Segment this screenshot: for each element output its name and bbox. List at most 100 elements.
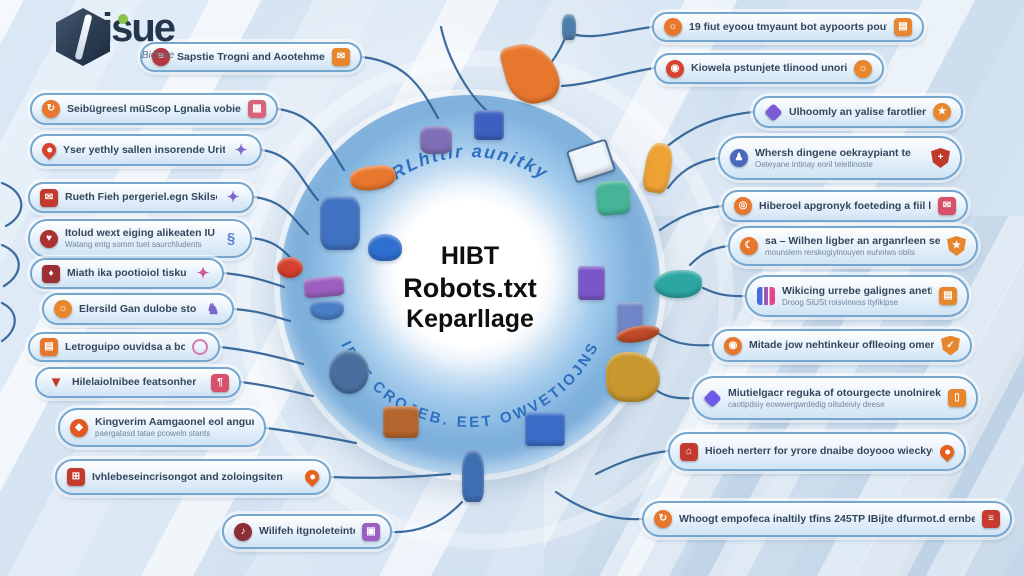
node-label: sa – Wilhen ligber an arganrleen senol [765,234,940,247]
grid-icon: ▤ [40,338,58,356]
sparkle-icon: ✦ [234,141,248,159]
node-bubble-left-3: Yser yethly sallen insorende Urit. ✦ [30,134,262,166]
map-pin-icon [302,467,322,487]
document-icon: ▤ [939,287,957,305]
list-icon: ≡ [982,510,1000,528]
node-label: Wikicing urrebe galignes anetiting [782,284,932,297]
node-bubble-left-2: ↻ Seibügreesl müScop Lgnalia vobie ▦ [30,93,278,125]
vehicle-icon: ⊞ [67,468,85,486]
target-icon: ◉ [666,59,684,78]
section-icon: § [226,230,236,247]
node-label: Sapstie Trogni and Aootehmealne [177,50,325,63]
node-sublabel: mounslem rerskogiylnouyen euhnlws oblis [765,247,915,257]
node-sublabel: Droog SiUSt roisvinwss itylikipse [782,297,899,307]
dragon-icon [606,352,660,402]
node-label: Kiowela pstunjete tlinood unorikalioo [691,62,847,75]
shield-check-icon: ✓ [941,335,960,356]
sparkle-icon: ✦ [226,189,240,206]
node-sublabel: Watang entg somm tuet saurchludents [65,240,202,249]
node-bubble-left-7: ☼Elersild Gan dulobe storrioet♞ [42,293,234,325]
node-label: Hioeh nerterr for yrore dnaibe doyooo wi… [705,445,933,458]
pedestal-icon [474,110,504,140]
moon-icon: ☾ [740,237,758,255]
node-bubble-right-11: ↻Whoogt empofeca inaltily tfins 245TP IB… [642,501,1012,537]
node-label: Hiberoel apgronyk foeteding a fiil lingy… [759,199,931,212]
refresh-icon: ↻ [42,100,60,118]
node-bubble-left-11: ⊞ Ivhlebeseincrisongot and zoloingsiten [55,459,331,495]
document-icon: ▤ [894,18,912,36]
node-bubble-right-10: ⌂ Hioeh nerterr for yrore dnaibe doyooo w… [668,432,966,471]
logo-wordmark: isue [102,6,176,50]
node-sublabel: Oeteyane intinay eoril teletlinoste [755,159,873,169]
document-icon: ¶ [211,373,229,392]
mail-icon: ✉ [40,188,58,207]
book-icon [578,266,605,300]
node-label: Yser yethly sallen insorende Urit. [63,143,225,156]
helmet-icon [368,234,402,261]
disc-icon: ◎ [734,197,752,215]
logo: isue Bichive [56,6,176,66]
sun-icon: ☼ [664,18,682,36]
node-label: Mitade jow nehtinkeur oflleoing omer [749,339,934,352]
badge-icon: ★ [933,103,951,121]
magnifier-icon [192,339,208,355]
cube-icon [703,388,722,408]
node-bubble-right-3: Ulhoomly an yalise farotlier ★ [753,96,963,128]
mail-icon: ✉ [938,197,956,215]
building-icon: ⌂ [680,442,698,461]
shield-star-icon: ★ [947,236,966,256]
node-sublabel: caotipdsiy eowwergwrdedig oilsdeiviy dee… [728,399,885,409]
node-label: Seibügreesl müScop Lgnalia vobie [67,102,241,115]
logo-dot-icon [118,14,128,24]
door-icon: ▯ [948,389,966,407]
butterfly-icon [277,257,303,278]
node-bubble-right-2: ◉Kiowela pstunjete tlinood unorikalioo☼ [654,53,884,84]
list-icon: ≡ [152,48,170,66]
node-bubble-left-6: ♦Miath ika pootioiol tiskuer✦ [30,258,224,289]
node-label: Whersh dingene oekraypiant te [755,146,911,159]
banner-icon [303,275,345,299]
diamond-icon: ♦ [42,264,60,283]
heart-icon: ♥ [40,229,58,248]
node-label: Wilifeh itgnoleteintel [259,525,355,538]
arc-text-top: RLhttir aunitky [388,141,553,184]
node-sublabel: paergatasd tatae pcoweln stants [95,429,211,438]
flame-icon: ◆ [70,418,88,437]
robot-head-icon [420,126,452,154]
node-label: Ivhlebeseincrisongot and zoloingsiten [92,470,283,483]
pump-icon [654,270,702,298]
pot-icon [310,300,344,320]
node-label: Ulhoomly an yalise farotlier [789,105,926,118]
node-label: Elersild Gan dulobe storrioet [79,302,197,315]
node-label: Rueth Fieh pergeriel.egn Skilsoln. [65,191,217,204]
sun-icon: ☼ [54,300,72,318]
node-bubble-right-1: ☼19 fiut eyoou tmyaunt bot aypoorts pouf… [652,12,924,42]
compass-icon [329,350,369,394]
music-icon: ♪ [234,522,252,541]
node-bubble-left-9: ▼Hilelaiolnibee featsonher¶ [35,367,241,398]
center-title-line2: Robots.txt [403,272,537,303]
laptop-icon: ▦ [248,100,266,118]
figure-icon [562,14,576,40]
monitor-icon [525,412,565,446]
node-label: Hilelaiolnibee featsonher [72,376,197,389]
document-icon: ✉ [332,48,350,66]
target-icon: ◉ [724,336,742,355]
node-bubble-left-4: ✉ Rueth Fieh pergeriel.egn Skilsoln. ✦ [28,182,254,213]
map-pin-icon [39,140,59,160]
node-bubble-left-12: ♪Wilifeh itgnoleteintel▣ [222,514,392,549]
figure-icon: ♟ [730,149,748,167]
stack-icon [594,179,632,217]
shield-icon: + [931,148,950,168]
map-pin-icon [937,441,957,462]
node-label: Itolud wext eiging alikeaten IUFs [65,227,215,240]
center-title: HIBT Robots.txt Keparllage [280,241,660,335]
node-bubble-right-5: ◎ Hiberoel apgronyk foeteding a fiil ling… [722,190,968,222]
node-label: Whoogt empofeca inaltily tfins 245TP IBi… [679,512,975,525]
logo-tagline: Bichive [141,50,175,61]
sparkle-icon: ✦ [196,265,210,282]
node-label: Miutielgacr reguka of otourgecte unolnir… [728,386,941,399]
